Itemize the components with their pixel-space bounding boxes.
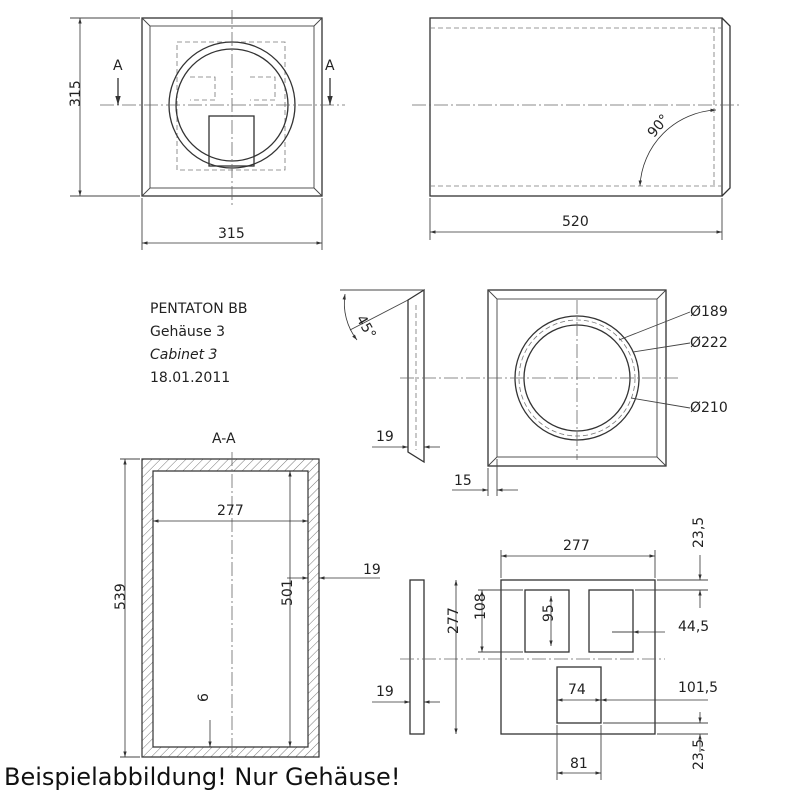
dim-dia-222: Ø222 (690, 335, 728, 351)
dim-side-angle: 90° (645, 111, 673, 140)
section-marker-left: A (113, 58, 123, 74)
title-block: PENTATON BB Gehäuse 3 Cabinet 3 18.01.20… (150, 301, 247, 386)
dim-hole-74: 74 (568, 682, 586, 698)
side-view: 90° 520 (412, 17, 740, 240)
footer-note: Beispielabbildung! Nur Gehäuse! (4, 763, 400, 791)
dim-baffle-inset: 15 (454, 473, 472, 489)
dim-panel-bottom: 23,5 (691, 739, 707, 770)
front-view: A A 315 315 (68, 10, 345, 250)
dim-hole-445: 44,5 (678, 619, 709, 635)
dim-sec-wall: 19 (363, 562, 381, 578)
section-view: A-A 277 19 539 501 6 (113, 431, 381, 760)
dim-baffle-thickness: 19 (376, 429, 394, 445)
dim-side-depth: 520 (562, 214, 589, 230)
section-marker-right: A (325, 58, 335, 74)
dim-sec-outer-height: 539 (113, 583, 129, 610)
dim-dia-210: Ø210 (690, 400, 728, 416)
dim-panel-thickness: 19 (376, 684, 394, 700)
dim-front-width: 315 (218, 226, 245, 242)
dim-hole-81: 81 (570, 756, 588, 772)
dim-sec-gap: 6 (196, 693, 212, 702)
title-line-en: Cabinet 3 (150, 347, 217, 363)
dim-hole-95: 95 (541, 604, 557, 622)
title-date: 18.01.2011 (150, 370, 230, 386)
section-title: A-A (212, 431, 236, 447)
dim-panel-width: 277 (563, 538, 590, 554)
dim-hole-1015: 101,5 (678, 680, 718, 696)
title-line-de: Gehäuse 3 (150, 324, 225, 340)
dim-sec-inner-width: 277 (217, 503, 244, 519)
dim-panel-height: 277 (446, 607, 462, 634)
baffle-front-view: Ø189 Ø222 Ø210 15 (400, 289, 728, 496)
dim-front-height: 315 (68, 80, 84, 107)
dim-panel-top: 23,5 (691, 517, 707, 548)
panel-edge-view: 19 (372, 579, 440, 735)
dim-dia-189: Ø189 (690, 304, 728, 320)
dim-hole-108: 108 (473, 593, 489, 620)
title-name: PENTATON BB (150, 301, 247, 317)
baffle-edge-view: 45° 19 (340, 288, 440, 464)
dim-sec-inner-height: 501 (280, 579, 296, 606)
bottom-panel-view: 277 277 108 95 23,5 44,5 74 101,5 23,5 (400, 517, 718, 780)
